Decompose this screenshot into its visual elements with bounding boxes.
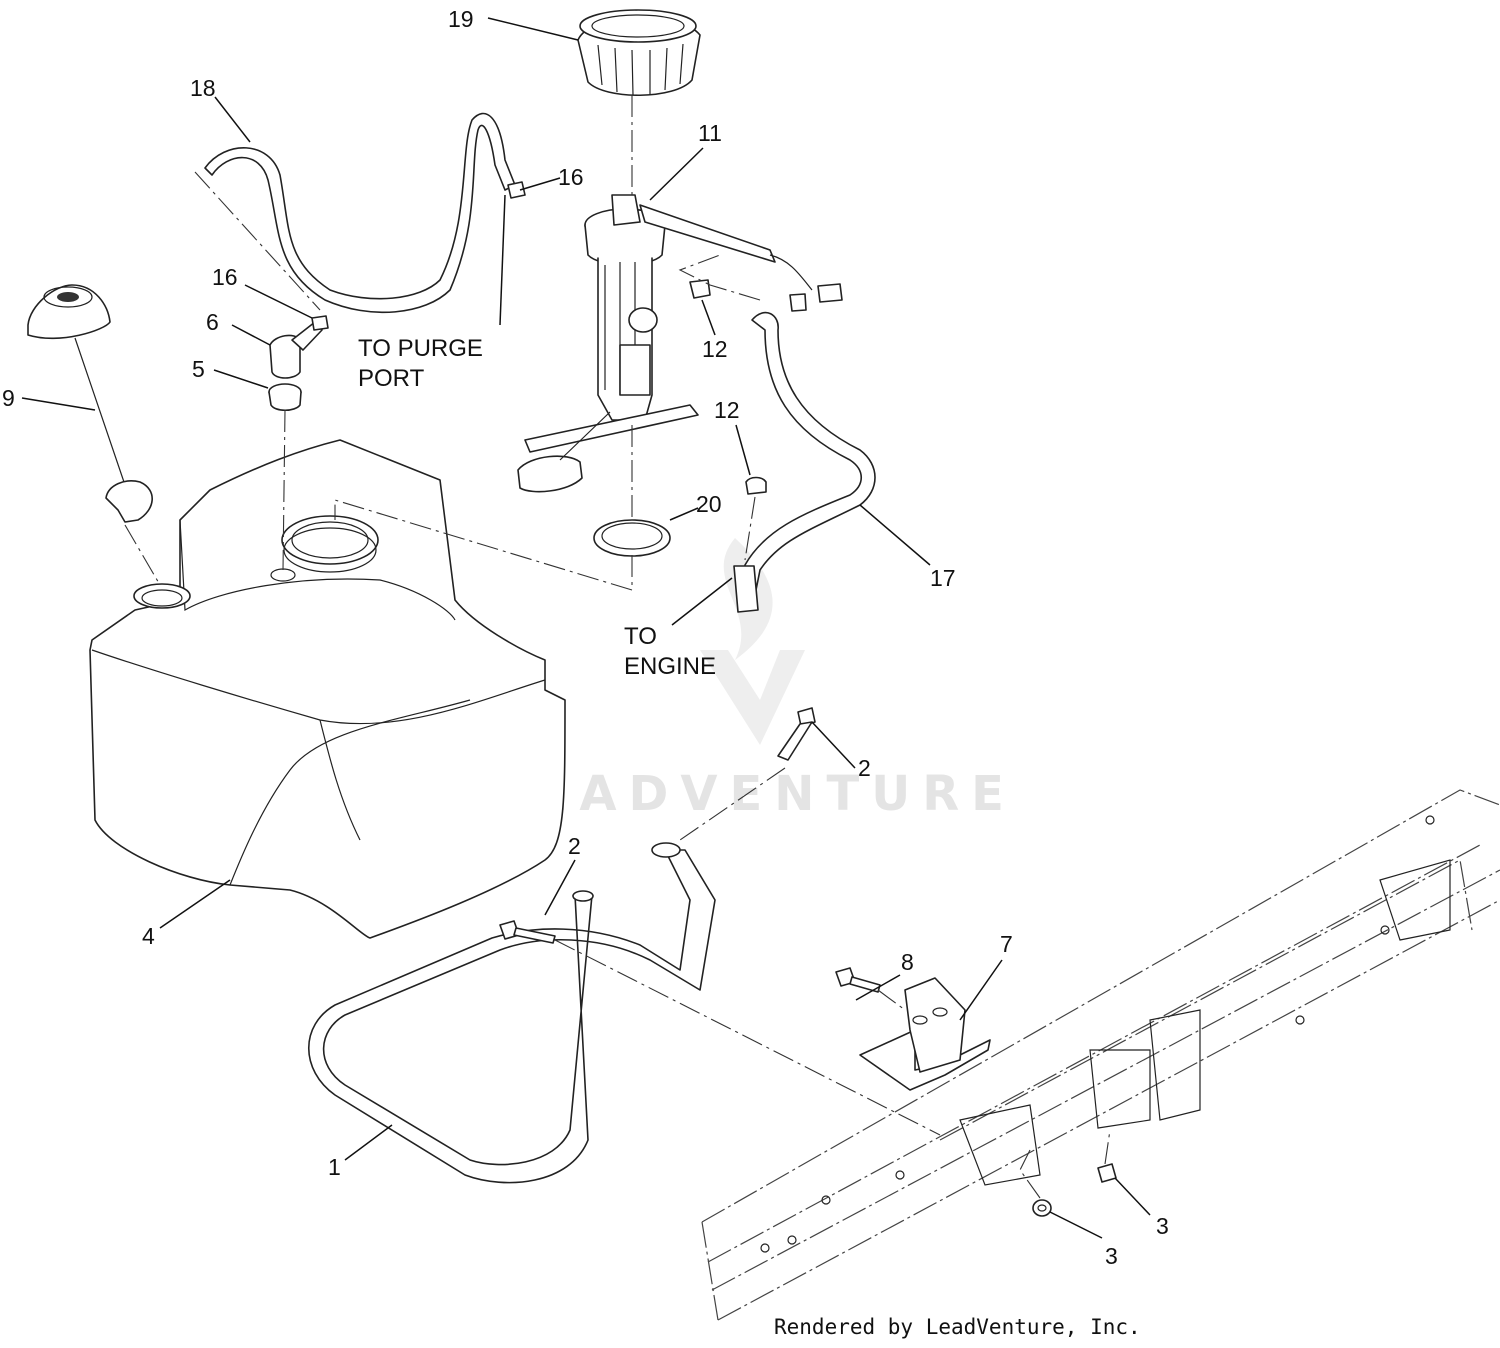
note-port: PORT (358, 365, 425, 392)
fuel-tank (89, 439, 566, 939)
hose-clamp-12-top (689, 279, 711, 299)
callout-19: 19 (448, 6, 474, 32)
callout-2-upper: 2 (858, 755, 871, 781)
callout-6: 6 (206, 309, 219, 335)
callout-3-right: 3 (1156, 1213, 1169, 1239)
callout-12-top: 12 (702, 336, 728, 362)
callout-5: 5 (192, 356, 205, 382)
chassis-frame (701, 789, 1500, 1321)
fuel-cap (27, 284, 153, 523)
hose-clamp-16-left (311, 315, 329, 331)
callout-20: 20 (696, 491, 722, 517)
callout-labels: 19 18 11 16 16 6 5 9 12 12 20 17 2 2 4 1… (2, 6, 1169, 1269)
nut-3-left (1032, 1199, 1052, 1217)
grommet (268, 383, 302, 412)
callout-16-left: 16 (212, 264, 238, 290)
callout-18: 18 (190, 75, 216, 101)
callout-7: 7 (1000, 931, 1013, 957)
callout-16-right: 16 (558, 164, 584, 190)
note-engine: ENGINE (624, 653, 716, 680)
hose-clamp-16-right (507, 181, 526, 199)
leader-lines (21, 17, 1151, 1239)
watermark-text: LEADVENTURE (492, 766, 1016, 822)
bolt-2-vertical (777, 707, 816, 761)
callout-12-lower: 12 (714, 397, 740, 423)
pump-lock-ring (577, 9, 701, 97)
callout-4: 4 (142, 923, 155, 949)
routing-notes: TO PURGE PORT TO ENGINE (358, 335, 716, 680)
purge-hose (204, 112, 516, 314)
callout-9: 9 (2, 385, 15, 411)
note-to: TO (624, 623, 657, 650)
assembly-lines (124, 95, 1111, 1199)
bolt-8 (835, 967, 881, 993)
tank-support-tube (307, 842, 716, 1184)
callout-1: 1 (328, 1154, 341, 1180)
pump-seal (593, 519, 671, 557)
nut-3-right (1097, 1163, 1117, 1183)
frame-bracket (859, 977, 991, 1091)
callout-8: 8 (901, 949, 914, 975)
callout-17: 17 (930, 565, 956, 591)
render-credit: Rendered by LeadVenture, Inc. (774, 1315, 1141, 1339)
callout-3-left: 3 (1105, 1243, 1118, 1269)
hose-clamp-12-lower (745, 476, 767, 495)
note-to-purge: TO PURGE (358, 335, 483, 362)
fuel-supply-hose (733, 311, 876, 613)
bolt-2-horizontal (499, 920, 556, 944)
fuel-pump-assembly (517, 194, 843, 493)
callout-11: 11 (698, 120, 722, 146)
callout-2-lower: 2 (568, 833, 581, 859)
